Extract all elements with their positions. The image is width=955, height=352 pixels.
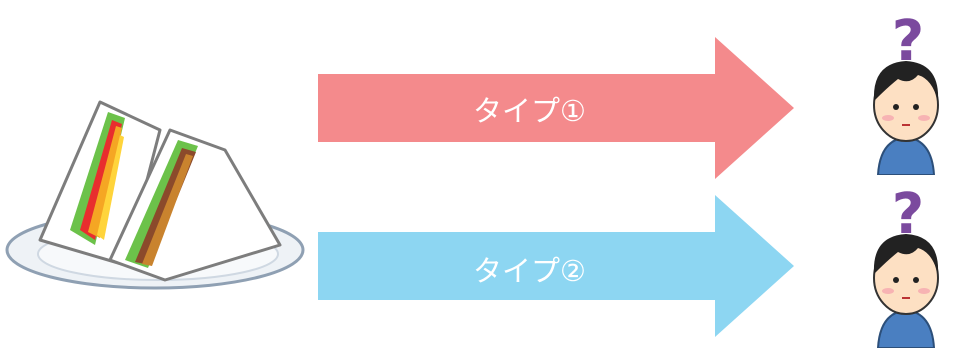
- hair-icon: [873, 61, 939, 101]
- sandwich-plate-illustration: [5, 100, 305, 290]
- person-2-illustration: ?: [858, 178, 953, 349]
- shirt-icon: [876, 308, 936, 349]
- person-1-illustration: ?: [858, 5, 953, 176]
- arrow-type-1: [318, 37, 794, 179]
- arrow-type-2: [318, 195, 794, 337]
- arrow-label-type-2: タイプ②: [473, 254, 586, 288]
- sandwich-right-icon: [108, 128, 282, 282]
- arrow-label-type-1: タイプ①: [473, 94, 586, 128]
- shirt-icon: [876, 135, 936, 176]
- hair-icon: [873, 234, 939, 274]
